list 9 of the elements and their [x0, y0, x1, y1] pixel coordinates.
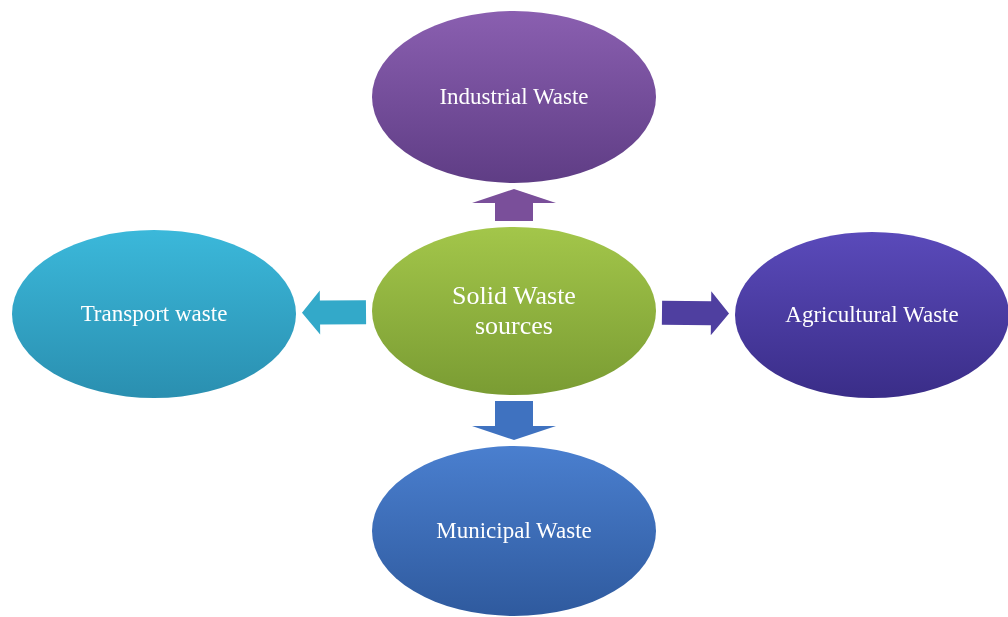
node-label: Agricultural Waste	[785, 301, 959, 329]
block-arrow	[472, 189, 556, 221]
node-label: Industrial Waste	[439, 83, 589, 111]
node-label: Transport waste	[80, 300, 228, 328]
block-arrow	[472, 401, 556, 440]
node-label: Solid Waste sources	[451, 281, 577, 341]
block-arrow	[661, 291, 729, 336]
block-arrow	[302, 290, 367, 335]
node-label: Municipal Waste	[436, 517, 592, 545]
